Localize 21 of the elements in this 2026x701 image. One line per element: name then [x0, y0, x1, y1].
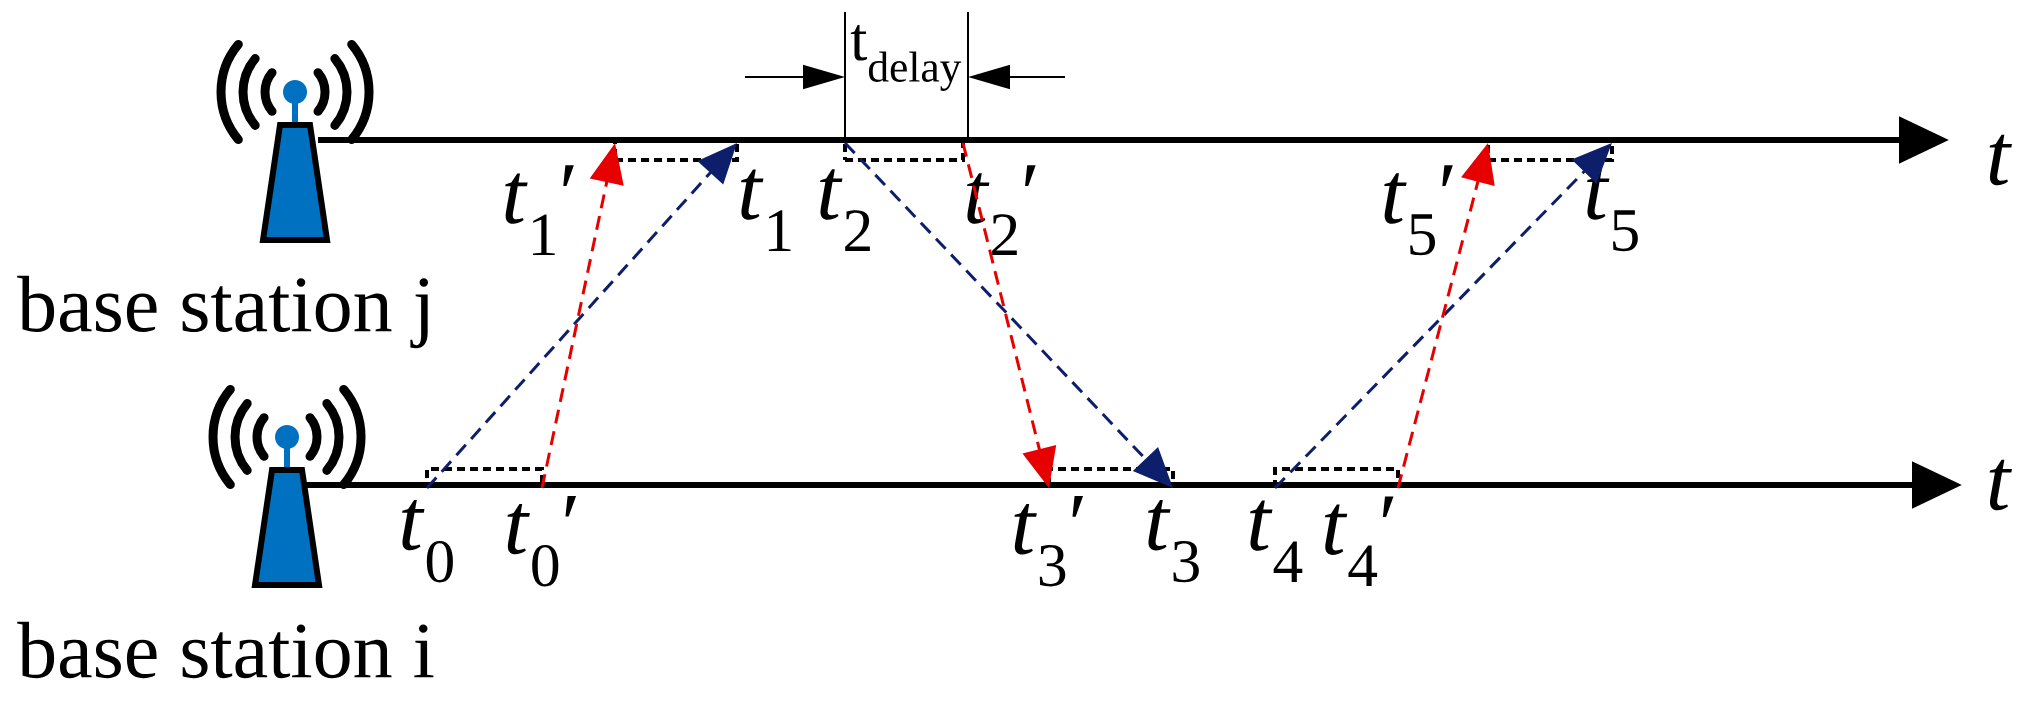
interval-marker: [425, 467, 544, 487]
interval-marker: [1486, 138, 1614, 162]
station-label: base station j: [17, 275, 429, 349]
interval-marker: [1047, 467, 1175, 487]
time-label: t$_{2}$: [820, 169, 870, 252]
time-label: t$_{4}$′: [1324, 496, 1394, 586]
axis-label: t: [1989, 459, 2012, 511]
dimension-label: t$_{delay}$: [850, 25, 962, 91]
interval-marker: [843, 138, 965, 162]
interval-marker: [613, 138, 739, 162]
time-label: t$_{1}$′: [505, 165, 574, 256]
interval-marker: [1273, 467, 1400, 487]
time-label: t$_{4}$: [1250, 500, 1303, 582]
time-label: t$_{3}$′: [1014, 496, 1084, 587]
axis-label: t: [1989, 134, 2012, 186]
time-label: t$_{5}$′: [1384, 165, 1453, 256]
time-label: t$_{0}$′: [507, 495, 577, 587]
time-label: t$_{3}$: [1148, 500, 1199, 583]
time-label: t$_{1}$: [741, 169, 791, 251]
time-label: t$_{0}$: [402, 499, 453, 583]
station-label: base station i: [17, 621, 434, 679]
